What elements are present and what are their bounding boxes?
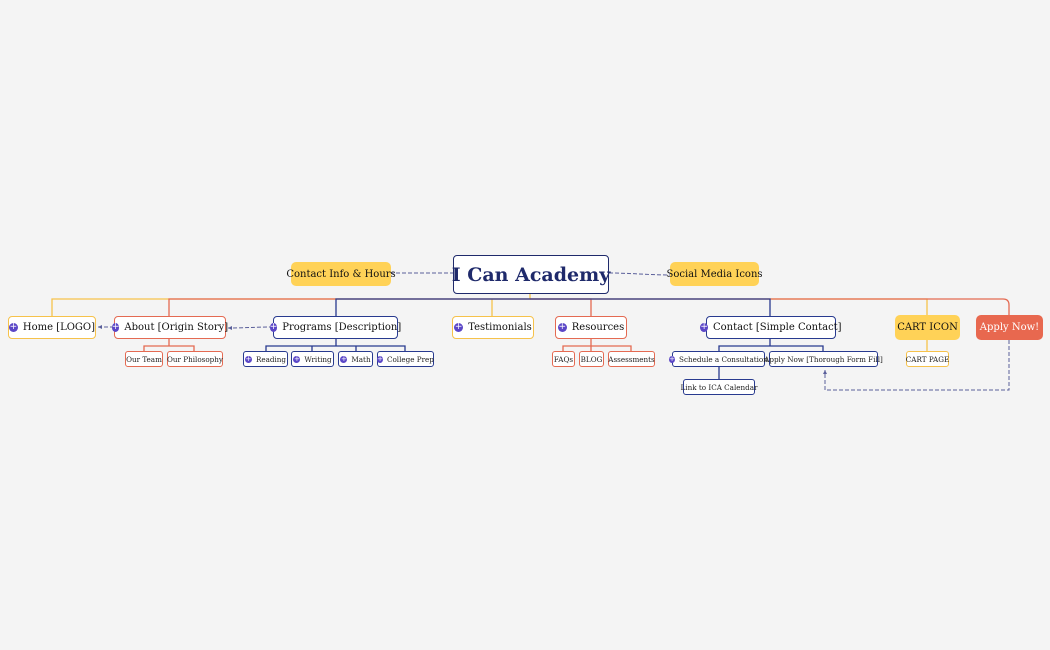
child-reading[interactable]: + Reading bbox=[243, 351, 288, 367]
child-college-prep[interactable]: + College Prep bbox=[377, 351, 434, 367]
collapse-icon[interactable]: + bbox=[454, 322, 464, 332]
branch-programs[interactable]: + Programs [Description] bbox=[269, 316, 402, 339]
branch-resources-label: Resources bbox=[571, 322, 625, 333]
branch-testimonials-label: Testimonials bbox=[468, 322, 532, 333]
collapse-icon[interactable]: + bbox=[9, 322, 18, 332]
collapse-icon[interactable]: + bbox=[111, 322, 120, 332]
collapse-icon[interactable]: + bbox=[377, 354, 383, 363]
branch-cart-icon[interactable]: CART ICON bbox=[896, 316, 959, 339]
child-college-prep-label: College Prep bbox=[386, 354, 434, 364]
branch-resources[interactable]: + Resources bbox=[555, 316, 627, 339]
collapse-icon[interactable]: + bbox=[244, 354, 252, 363]
collapse-icon[interactable]: + bbox=[557, 322, 567, 332]
child-schedule-consultation[interactable]: + Schedule a Consultation bbox=[669, 351, 768, 367]
child-math-label: Math bbox=[351, 354, 371, 364]
collapse-icon[interactable]: + bbox=[293, 354, 301, 363]
child-schedule-consultation-label: Schedule a Consultation bbox=[679, 354, 768, 364]
child-faqs[interactable]: FAQs bbox=[552, 351, 575, 367]
child-math[interactable]: + Math bbox=[338, 351, 373, 367]
branch-programs-label: Programs [Description] bbox=[282, 322, 402, 333]
child-our-team[interactable]: Our Team bbox=[125, 351, 163, 367]
collapse-icon[interactable]: + bbox=[269, 322, 278, 332]
child-apply-now-form[interactable]: Apply Now [Thorough Form Fill] bbox=[764, 351, 883, 367]
child-reading-label: Reading bbox=[255, 354, 287, 364]
root-node[interactable]: I Can Academy bbox=[452, 255, 610, 294]
branch-testimonials[interactable]: + Testimonials bbox=[452, 316, 534, 339]
child-writing[interactable]: + Writing bbox=[291, 351, 334, 367]
branch-home[interactable]: + Home [LOGO] bbox=[8, 316, 96, 339]
branch-home-label: Home [LOGO] bbox=[22, 322, 95, 333]
child-blog[interactable]: BLOG bbox=[579, 351, 604, 367]
floating-contact-info[interactable]: Contact Info & Hours bbox=[286, 263, 396, 285]
floating-social-media[interactable]: Social Media Icons bbox=[666, 263, 763, 285]
collapse-icon[interactable]: + bbox=[700, 322, 708, 332]
branch-contact[interactable]: + Contact [Simple Contact] bbox=[700, 316, 842, 339]
child-our-philosophy[interactable]: Our Philosophy bbox=[167, 351, 223, 367]
collapse-icon[interactable]: + bbox=[669, 354, 676, 363]
collapse-icon[interactable]: + bbox=[340, 354, 348, 363]
branch-about[interactable]: + About [Origin Story] bbox=[111, 316, 229, 339]
branch-contact-label: Contact [Simple Contact] bbox=[712, 322, 842, 333]
branch-apply-now[interactable]: Apply Now! bbox=[977, 316, 1042, 339]
child-writing-label: Writing bbox=[304, 354, 332, 364]
branch-about-label: About [Origin Story] bbox=[124, 322, 229, 333]
child-cart-page[interactable]: CART PAGE bbox=[906, 351, 949, 367]
child-assessments[interactable]: Assessments bbox=[608, 351, 655, 367]
child-ica-calendar[interactable]: Link to ICA Calendar bbox=[681, 379, 757, 395]
